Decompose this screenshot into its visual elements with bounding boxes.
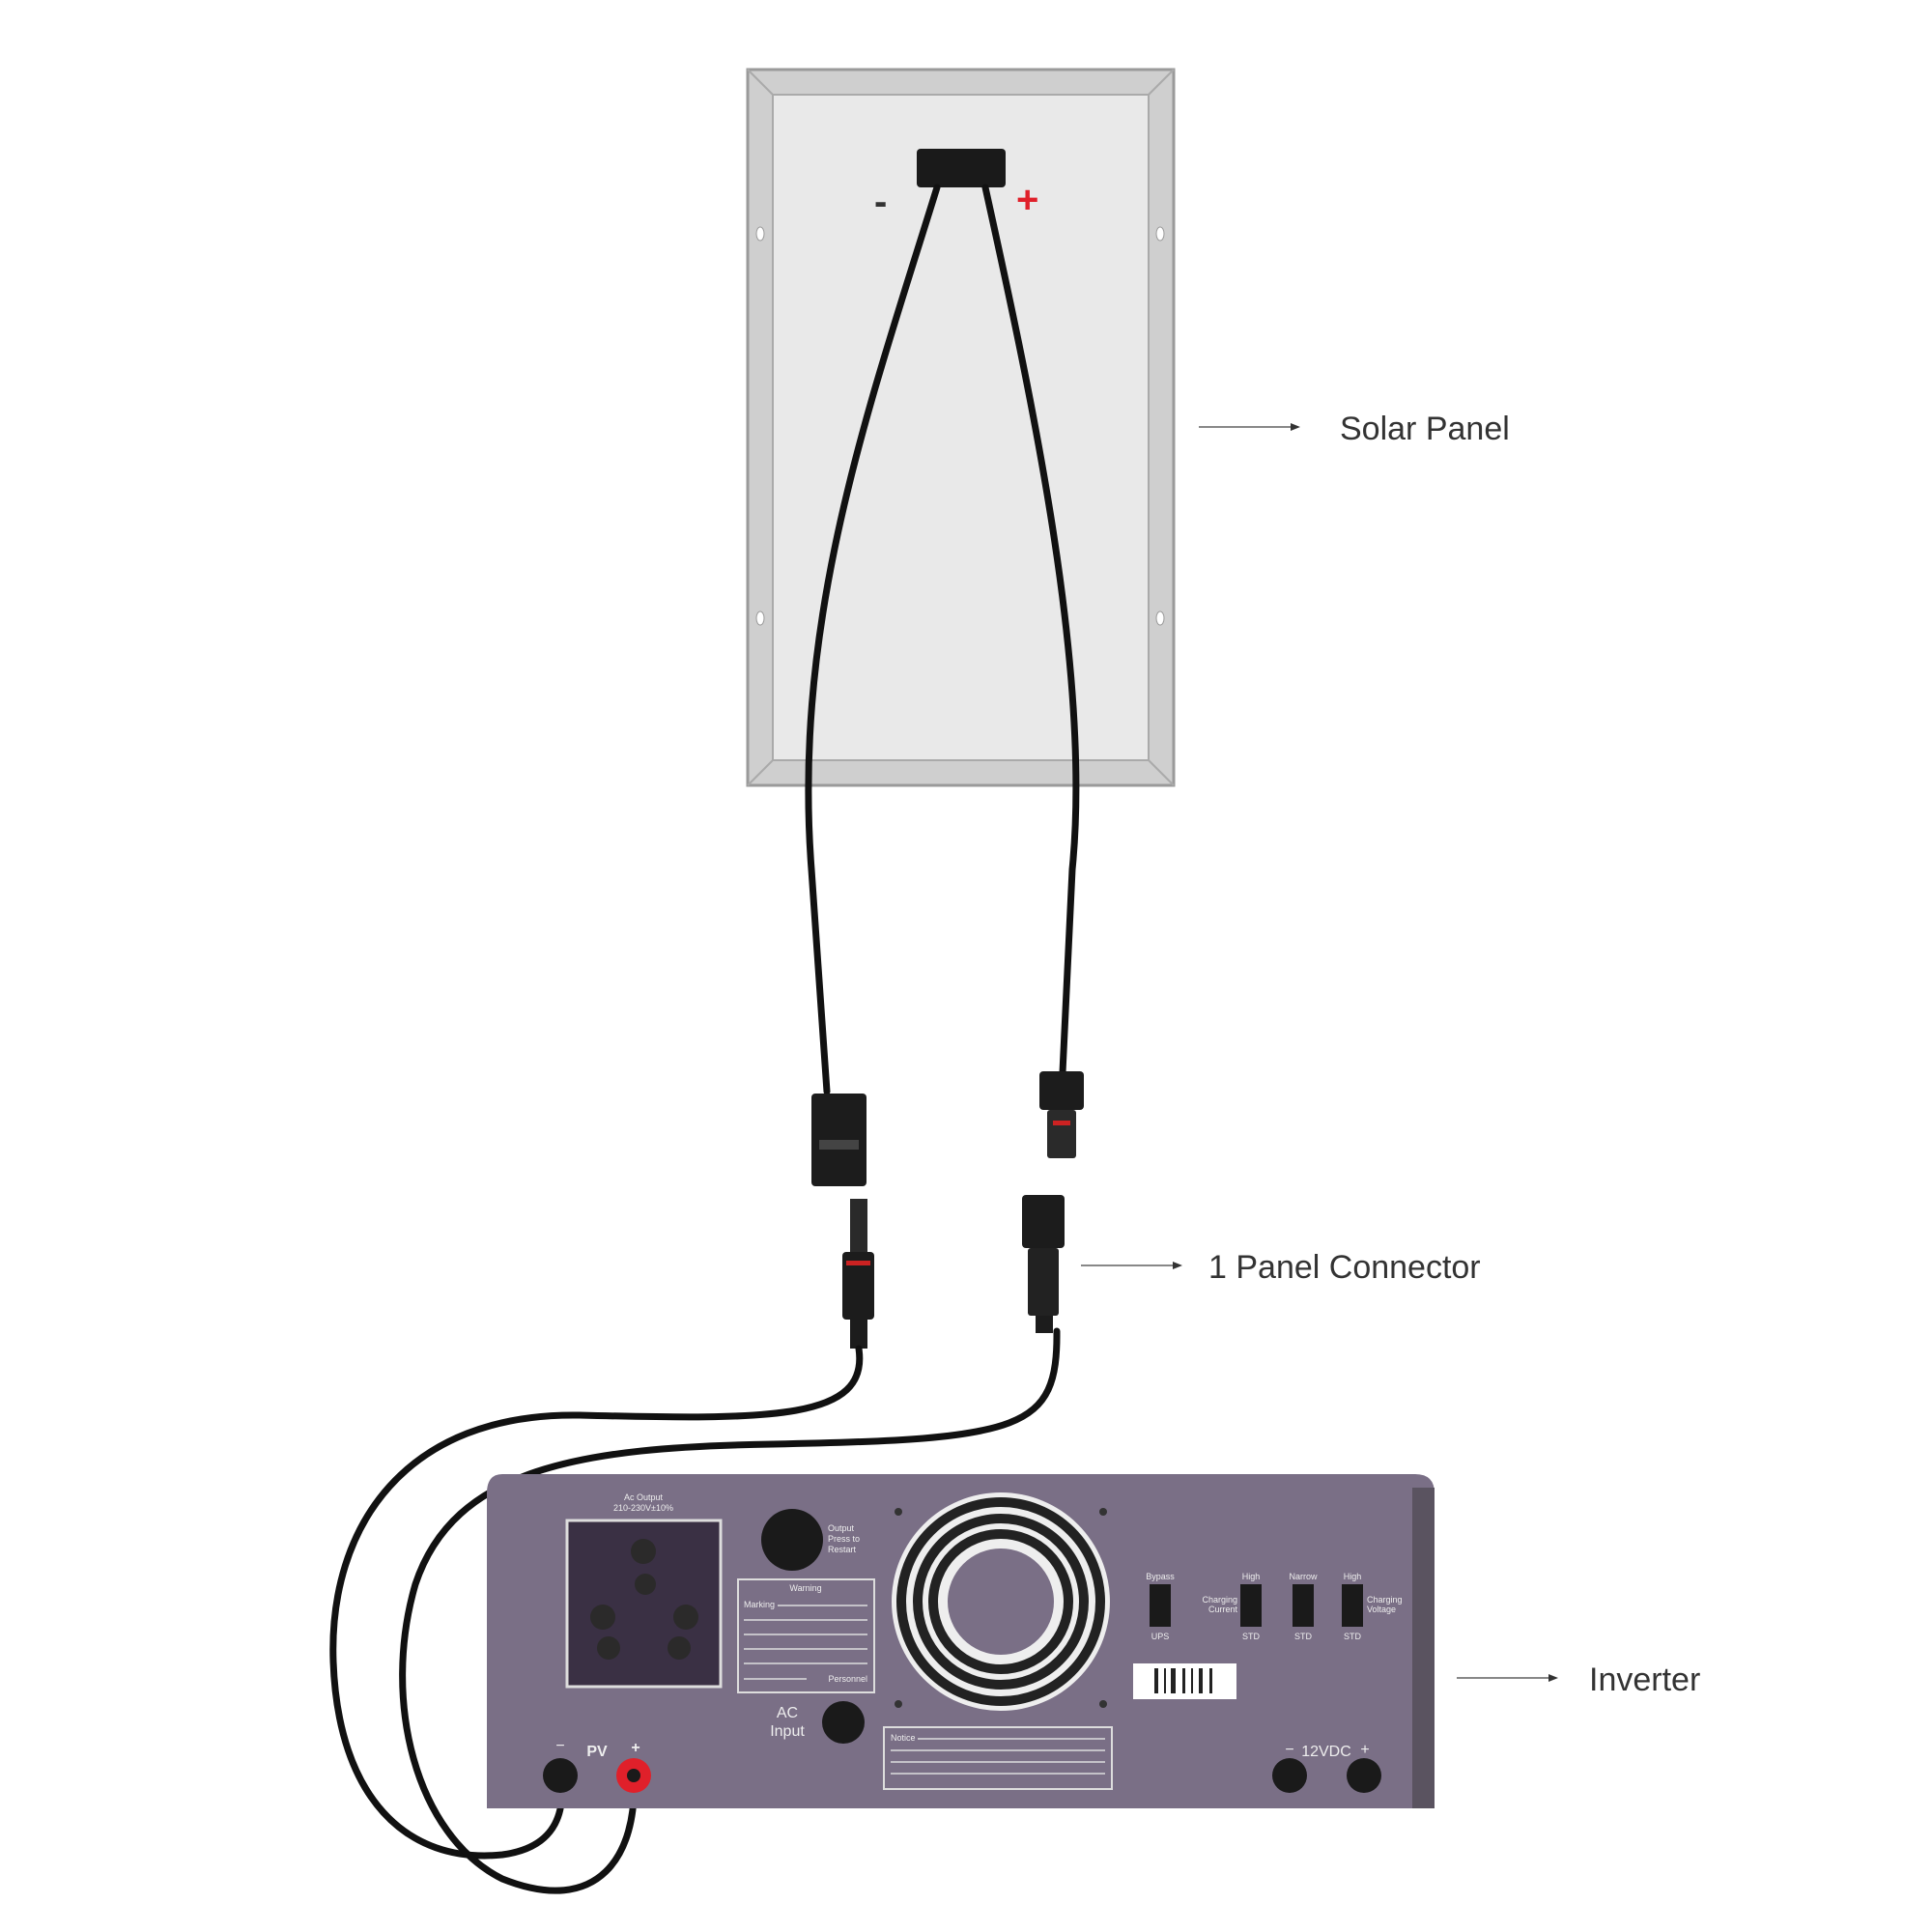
warning-footer: Personnel — [828, 1674, 867, 1684]
pv-negative-cable — [329, 1345, 864, 1860]
ac-output-rating: 210-230V±10% — [613, 1503, 673, 1513]
dc-minus-label: − — [1285, 1742, 1293, 1758]
switch-bottom-label: STD — [1294, 1632, 1313, 1641]
warning-line: Marking — [744, 1600, 775, 1609]
dc-positive-terminal — [1347, 1758, 1381, 1793]
panel-plus-label: + — [1016, 179, 1038, 221]
switch-bottom-label: STD — [1242, 1632, 1261, 1641]
switch-side-label: Voltage — [1367, 1605, 1396, 1614]
dc-label: 12VDC — [1301, 1744, 1351, 1760]
switch-narrow-std[interactable]: Narrow STD — [1289, 1572, 1318, 1641]
pv-positive-cable — [399, 1327, 1061, 1894]
output-button-label-1: Output — [828, 1523, 855, 1533]
ac-output-socket — [590, 1539, 698, 1660]
pv-minus-label: − — [555, 1738, 564, 1754]
label-connector: 1 Panel Connector — [1208, 1249, 1481, 1286]
mode-switches: Bypass UPS High STD Charging Current Nar… — [1146, 1572, 1402, 1641]
junction-box — [917, 149, 1006, 187]
pv-plus-label: + — [631, 1740, 639, 1756]
mc4-male-connector-lower — [842, 1199, 874, 1349]
panel-positive-cable — [981, 184, 1080, 1076]
warning-label: Warning Marking Personnel — [737, 1578, 875, 1693]
warning-title: Warning — [789, 1583, 821, 1593]
switch-side-label: Current — [1208, 1605, 1238, 1614]
callout-inverter: Inverter — [1457, 1662, 1700, 1698]
label-inverter: Inverter — [1589, 1662, 1700, 1698]
mc4-female-connector-upper — [811, 1094, 867, 1186]
cooling-fan — [892, 1492, 1110, 1711]
dc-negative-terminal — [1272, 1758, 1307, 1793]
switch-top-label: High — [1344, 1572, 1362, 1581]
label-solar-panel: Solar Panel — [1340, 411, 1510, 447]
mc4-female-connector-lower — [1022, 1195, 1065, 1333]
notice-label: Notice — [883, 1726, 1113, 1790]
notice-title: Notice — [891, 1733, 916, 1743]
output-button-label-3: Restart — [828, 1545, 857, 1554]
ac-output-label: Ac Output — [624, 1492, 664, 1502]
ac-input-label-2: Input — [770, 1723, 805, 1740]
dc-plus-label: + — [1360, 1742, 1369, 1758]
switch-bottom-label: UPS — [1151, 1632, 1170, 1641]
ac-input-port — [822, 1701, 865, 1744]
switch-top-label: High — [1242, 1572, 1261, 1581]
pv-negative-terminal — [543, 1758, 578, 1793]
switch-side-label: Charging — [1367, 1595, 1403, 1605]
switch-charging-current[interactable]: High STD Charging Current — [1202, 1572, 1262, 1641]
switch-top-label: Bypass — [1146, 1572, 1175, 1581]
switch-charging-voltage[interactable]: High STD Charging Voltage — [1342, 1572, 1403, 1641]
barcode — [1133, 1663, 1236, 1699]
output-button-label-2: Press to — [828, 1534, 860, 1544]
switch-side-label: Charging — [1202, 1595, 1237, 1605]
panel-minus-label: - — [874, 181, 887, 223]
output-restart-button[interactable] — [761, 1509, 823, 1571]
switch-bottom-label: STD — [1344, 1632, 1362, 1641]
mc4-male-connector-upper — [1039, 1071, 1084, 1158]
ac-input-label-1: AC — [777, 1705, 798, 1721]
pv-label: PV — [586, 1744, 608, 1760]
switch-bypass-ups[interactable]: Bypass UPS — [1146, 1572, 1175, 1641]
inverter: Ac Output 210-230V±10% Output Press to R… — [487, 1474, 1435, 1808]
panel-negative-cable — [805, 184, 941, 1095]
switch-top-label: Narrow — [1289, 1572, 1318, 1581]
callout-connector: 1 Panel Connector — [1081, 1249, 1481, 1286]
callout-solar-panel: Solar Panel — [1199, 411, 1510, 447]
